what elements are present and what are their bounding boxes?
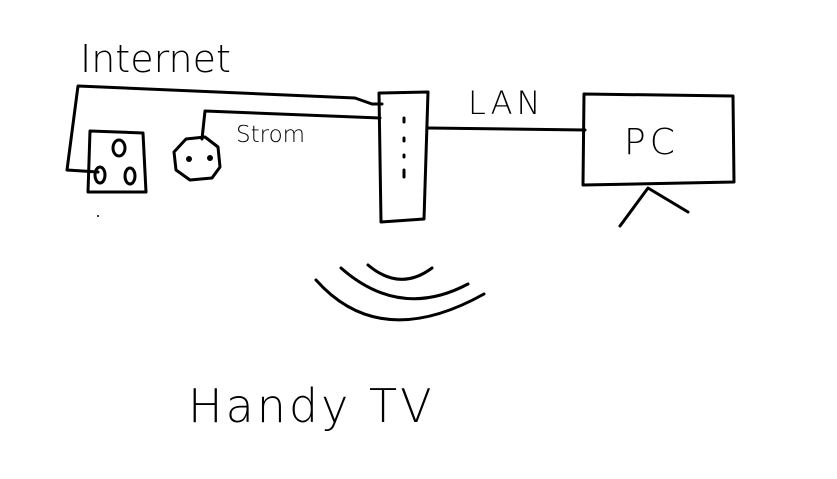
power-plug	[172, 135, 222, 182]
lan-label: LAN	[468, 84, 544, 122]
internet-label: Internet	[80, 37, 231, 81]
lan-cable	[426, 126, 587, 132]
pc-monitor	[581, 92, 736, 187]
strom-label: Strom	[236, 122, 305, 148]
router	[377, 90, 430, 224]
wall-socket-phone	[86, 129, 148, 194]
socket-hole	[123, 166, 137, 186]
plug-pin	[207, 155, 213, 161]
pc-label: PC	[624, 122, 679, 163]
power-cable	[200, 109, 382, 141]
socket-hole	[111, 138, 127, 158]
stray-dot	[97, 215, 99, 217]
plug-pin	[186, 156, 192, 162]
pc-stand	[618, 186, 690, 228]
internet-cable	[65, 84, 384, 174]
socket-hole	[93, 165, 107, 185]
wifi-wave-small	[366, 263, 434, 281]
wifi-wave-medium	[339, 266, 470, 301]
handy-tv-label: Handy TV	[188, 379, 435, 433]
wifi-wave-large	[314, 278, 486, 322]
